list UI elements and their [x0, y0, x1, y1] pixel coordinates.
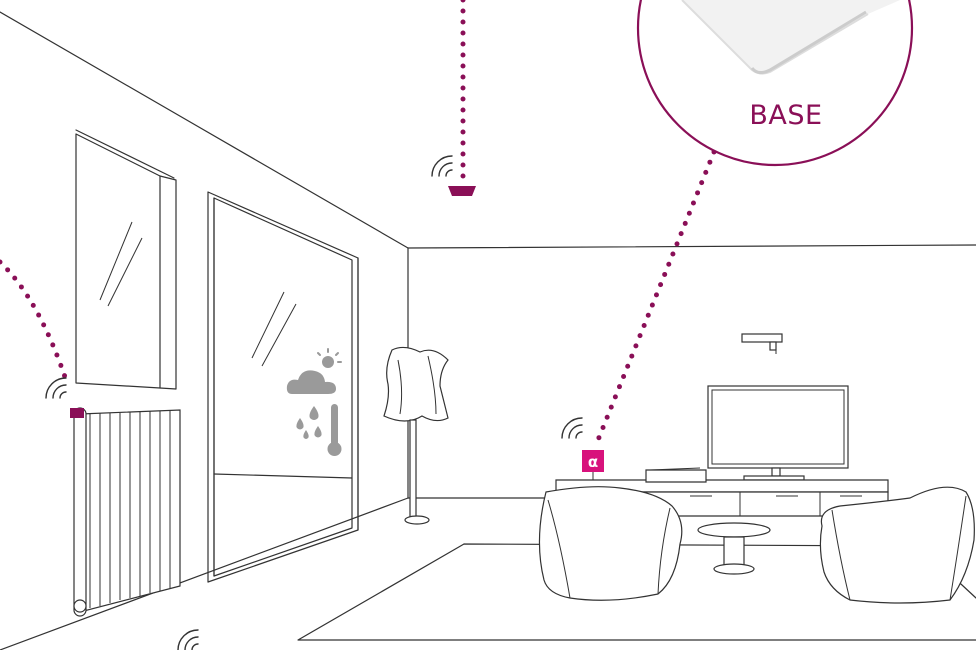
wall-speaker — [742, 334, 782, 354]
ceiling-sensor — [448, 186, 476, 196]
set-top-box — [646, 468, 706, 482]
connection-lines — [0, 0, 714, 440]
wifi-signal-icon — [432, 156, 452, 176]
hub-base-link — [598, 152, 714, 440]
radiator-valve-sensor — [70, 408, 84, 418]
raindrops-icon — [296, 406, 321, 439]
radiator — [70, 408, 180, 616]
weather-icons — [287, 349, 342, 456]
base-label: BASE — [716, 100, 856, 131]
back-wall-top — [408, 245, 976, 248]
armchair-left — [539, 487, 681, 601]
ceiling-edge — [0, 12, 408, 248]
wifi-signal-icon — [178, 630, 198, 650]
television — [708, 386, 848, 480]
thermometer-icon — [328, 404, 342, 456]
hub-device: α — [582, 450, 604, 480]
radiator-sensor-link — [0, 262, 68, 386]
sun-cloud-icon — [287, 349, 341, 394]
wifi-signal-icon — [46, 378, 66, 398]
wifi-signal-icon — [562, 418, 582, 438]
window — [76, 130, 176, 389]
base-callout — [638, 0, 912, 165]
floor-edge-left — [0, 498, 408, 650]
coffee-table — [698, 523, 770, 574]
alpha-logo-icon: α — [588, 453, 598, 471]
